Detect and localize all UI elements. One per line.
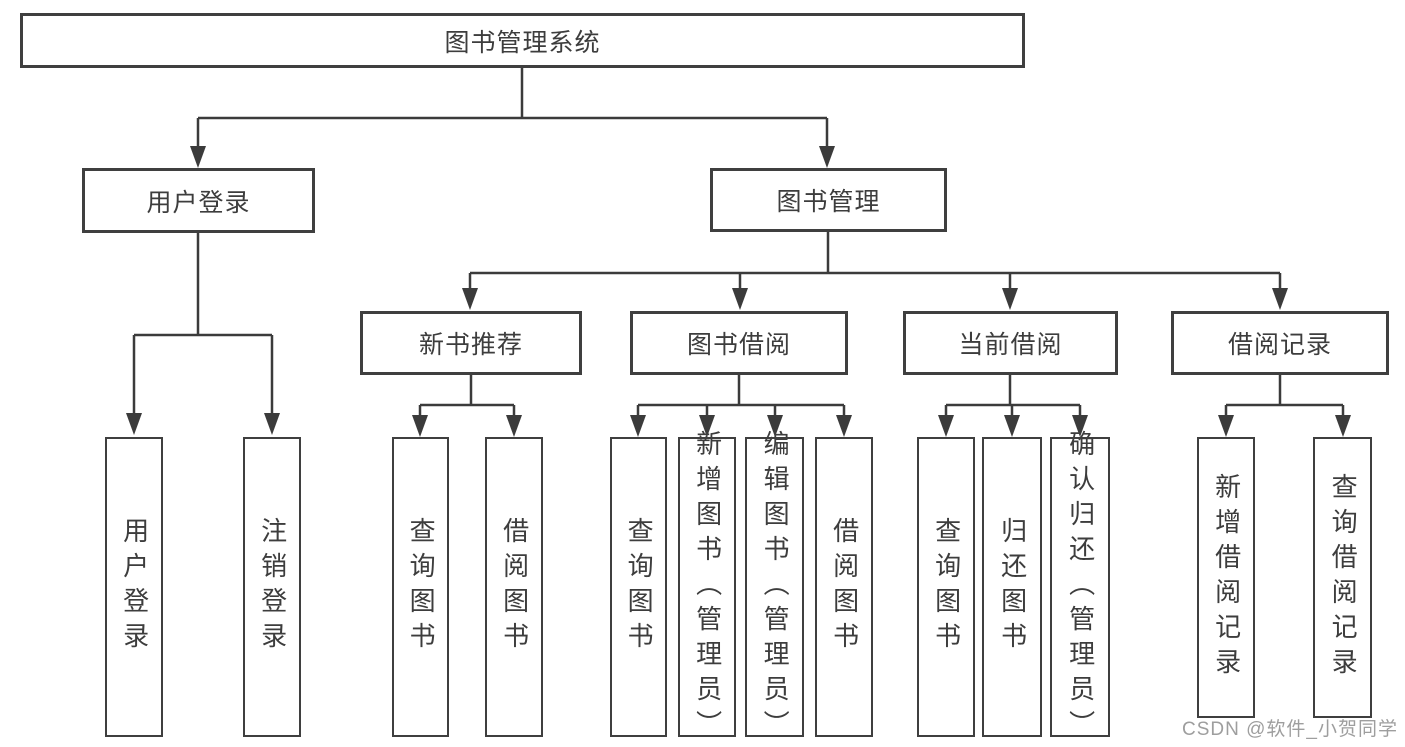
node-user-login: 用户登录 xyxy=(82,168,315,233)
leaf-borrow-add-books-admin: 新增图书（管理员） xyxy=(678,430,736,745)
node-book-management: 图书管理 xyxy=(710,168,947,232)
node-label: 用户登录 xyxy=(119,517,150,657)
leaf-logout: 注销登录 xyxy=(243,437,301,737)
node-label: 确认归还（管理员） xyxy=(1065,429,1096,745)
node-new-book-recommend: 新书推荐 xyxy=(360,311,582,375)
node-library-management-system: 图书管理系统 xyxy=(20,13,1025,68)
node-current-borrowing: 当前借阅 xyxy=(903,311,1118,375)
leaf-records-query-record: 查询借阅记录 xyxy=(1313,437,1372,718)
node-label: 图书管理 xyxy=(776,188,881,216)
node-label: 归还图书 xyxy=(997,517,1028,657)
node-label: 查询图书 xyxy=(406,517,437,657)
node-label: 查询图书 xyxy=(624,517,655,657)
leaf-recommend-query-books: 查询图书 xyxy=(392,437,449,737)
node-label: 图书借阅 xyxy=(686,331,791,359)
node-label: 查询借阅记录 xyxy=(1328,472,1359,683)
node-borrowing-records: 借阅记录 xyxy=(1171,311,1389,375)
leaf-current-return-books: 归还图书 xyxy=(982,437,1042,737)
node-label: 新增借阅记录 xyxy=(1211,472,1242,683)
leaf-current-confirm-return-admin: 确认归还（管理员） xyxy=(1050,430,1110,745)
node-label: 借阅记录 xyxy=(1227,331,1332,359)
leaf-user-login: 用户登录 xyxy=(105,437,163,737)
leaf-records-add-record: 新增借阅记录 xyxy=(1197,437,1255,718)
leaf-borrow-borrow-books: 借阅图书 xyxy=(815,437,873,737)
node-label: 注销登录 xyxy=(257,517,288,657)
node-label: 查询图书 xyxy=(931,517,962,657)
node-label: 图书管理系统 xyxy=(444,28,601,57)
leaf-current-query-books: 查询图书 xyxy=(917,437,975,737)
leaf-recommend-borrow-books: 借阅图书 xyxy=(485,437,543,737)
watermark: CSDN @软件_小贺同学 xyxy=(1182,719,1398,740)
node-label: 新增图书（管理员） xyxy=(692,429,723,745)
node-label: 当前借阅 xyxy=(958,331,1063,359)
leaf-borrow-edit-books-admin: 编辑图书（管理员） xyxy=(745,430,804,745)
node-label: 新书推荐 xyxy=(418,331,523,359)
node-label: 用户登录 xyxy=(146,188,251,217)
node-book-borrowing: 图书借阅 xyxy=(630,311,848,375)
leaf-borrow-query-books: 查询图书 xyxy=(610,437,667,737)
node-label: 编辑图书（管理员） xyxy=(760,429,791,745)
node-label: 借阅图书 xyxy=(499,517,530,657)
node-label: 借阅图书 xyxy=(829,517,860,657)
